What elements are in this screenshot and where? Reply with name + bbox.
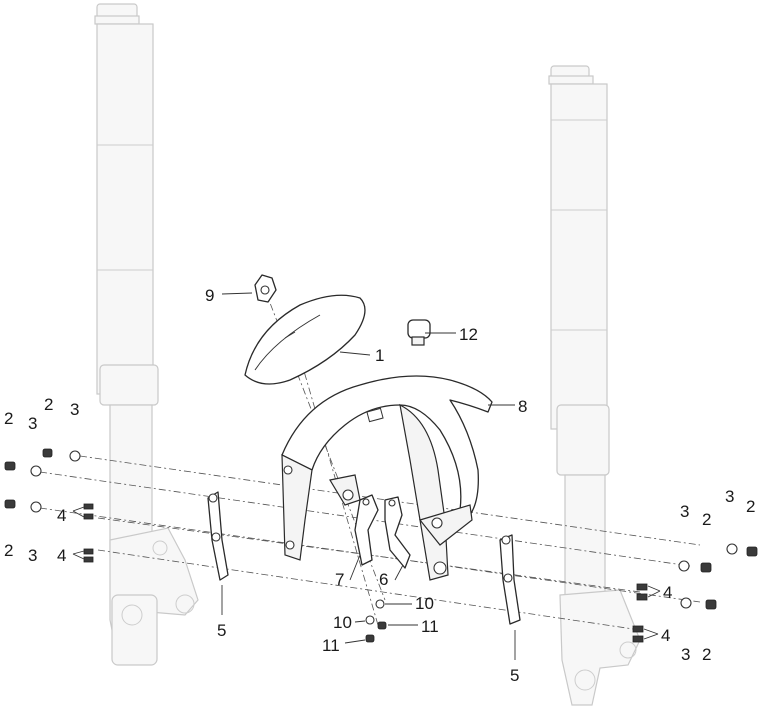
- callout-4: 4: [663, 583, 672, 602]
- part-12-clip: [407, 319, 431, 346]
- part-5-stays: [207, 491, 521, 625]
- callout-7: 7: [335, 570, 344, 589]
- hardware: [4, 448, 758, 643]
- callout-5: 5: [510, 666, 519, 685]
- leader-lines: [72, 292, 661, 660]
- callout-6: 6: [379, 570, 388, 589]
- callout-4: 4: [661, 626, 670, 645]
- callout-2: 2: [4, 409, 13, 428]
- right-fork-leg: [548, 65, 641, 706]
- callout-3: 3: [28, 414, 37, 433]
- part-8-fender: [281, 375, 493, 581]
- callout-2: 2: [702, 510, 711, 529]
- callout-5: 5: [217, 621, 226, 640]
- callout-11: 11: [421, 617, 439, 636]
- callout-1: 1: [375, 346, 384, 365]
- callout-labels: 9 1 12 8 2 3 2 3 4 2 3 4 5 7 6 10 10 11 …: [4, 286, 755, 685]
- callout-10: 10: [415, 594, 434, 613]
- callout-3: 3: [28, 546, 37, 565]
- callout-2: 2: [702, 645, 711, 664]
- callout-11: 11: [322, 636, 340, 655]
- callout-2: 2: [746, 497, 755, 516]
- callout-3: 3: [725, 487, 734, 506]
- callout-2: 2: [44, 395, 53, 414]
- callout-3: 3: [70, 400, 79, 419]
- part-6-7-brackets: [354, 494, 411, 569]
- left-fork-leg: [94, 3, 199, 666]
- callout-8: 8: [518, 397, 527, 416]
- callout-12: 12: [459, 325, 478, 344]
- callout-3: 3: [680, 502, 689, 521]
- part-9-bracket: [254, 274, 277, 303]
- part-1-visor: [244, 294, 366, 385]
- callout-9: 9: [205, 286, 214, 305]
- callout-2: 2: [4, 541, 13, 560]
- callout-4: 4: [57, 546, 66, 565]
- callout-4: 4: [57, 506, 66, 525]
- callout-3: 3: [681, 645, 690, 664]
- callout-10: 10: [333, 613, 352, 632]
